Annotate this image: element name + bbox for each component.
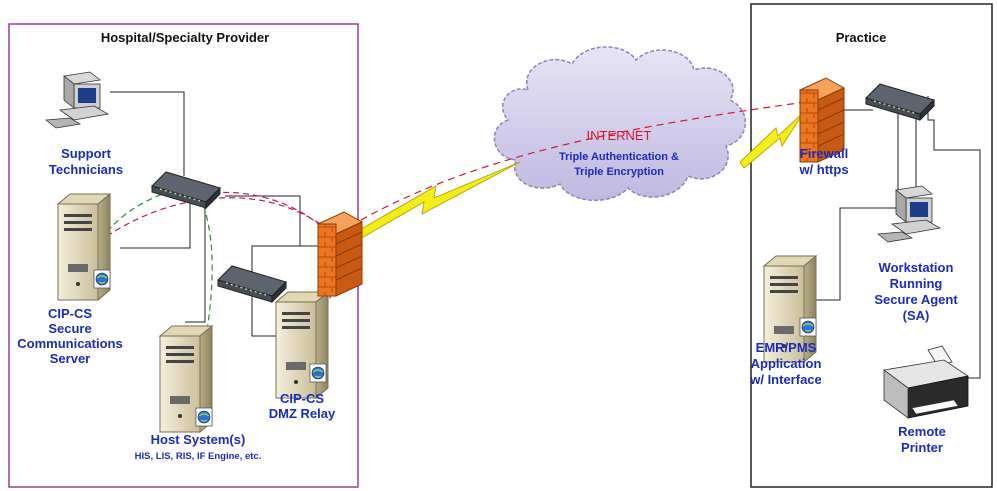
comm-server-label-line3: Communications: [17, 336, 122, 351]
host-label-line1: Host System(s): [151, 432, 246, 447]
comm-server-globe-icon: [93, 269, 111, 289]
internet-note-line1: Triple Authentication &: [559, 151, 679, 163]
internet-label: INTERNET: [587, 128, 652, 143]
dmz-label-line1: CIP-CS: [280, 391, 324, 406]
internet-note-line2: Triple Encryption: [574, 166, 664, 178]
hospital-switch-icon: [151, 171, 221, 209]
workstation-label-line3: Secure Agent: [874, 292, 958, 307]
lightning-bolt-right-icon: [739, 111, 805, 169]
host-label-line2: HIS, LIS, RIS, IF Engine, etc.: [135, 451, 262, 462]
emr-label-line3: w/ Interface: [749, 372, 822, 387]
practice-switch-icon: [865, 83, 935, 121]
practice-firewall-label-line1: Firewall: [800, 146, 848, 161]
workstation-label-line4: (SA): [903, 308, 930, 323]
practice-panel-border: [750, 3, 993, 488]
dmz-globe-icon: [309, 363, 327, 383]
comm-server-label-line4: Server: [50, 351, 90, 366]
internet-cloud: [493, 46, 747, 201]
comm-server-label-line2: Secure: [48, 321, 91, 336]
hospital-panel-title: Hospital/Specialty Provider: [101, 30, 269, 45]
practice-firewall-label-line2: w/ https: [798, 162, 848, 177]
printer-icon: [883, 345, 970, 419]
host-globe-icon: [195, 407, 213, 427]
emr-label-line2: Application: [751, 356, 822, 371]
support-label-line1: Support: [61, 146, 111, 161]
workstation-label-line1: Workstation: [879, 260, 954, 275]
practice-panel-title: Practice: [836, 30, 887, 45]
workstation-label-line2: Running: [890, 276, 943, 291]
support-computer-icon: [45, 71, 109, 129]
hospital-firewall-icon: [317, 211, 363, 297]
support-label-line2: Technicians: [49, 162, 123, 177]
printer-label-line1: Remote: [898, 424, 946, 439]
lightning-bolt-left-icon: [355, 161, 521, 241]
workstation-computer-icon: [877, 185, 941, 243]
emr-globe-icon: [799, 317, 817, 337]
comm-server-label-line1: CIP-CS: [48, 306, 92, 321]
printer-label-line2: Printer: [901, 440, 943, 455]
dmz-label-line2: DMZ Relay: [269, 406, 336, 421]
emr-label-line1: EMR/PMS: [756, 340, 817, 355]
hospital-network-lines: [110, 91, 341, 337]
